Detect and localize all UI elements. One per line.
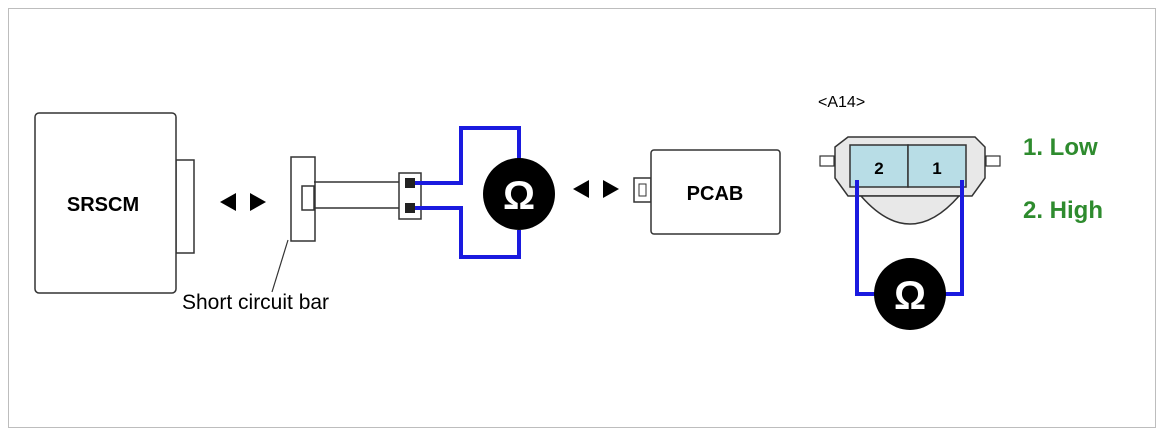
a14-connector: <A14> 2 1 — [818, 94, 1001, 225]
meter-2-body — [874, 258, 946, 330]
arrow-right-icon — [250, 193, 266, 211]
ohm-icon: Ω — [503, 174, 535, 218]
connection-arrows-right — [573, 180, 619, 198]
harness-pin-top — [405, 178, 415, 188]
meter-1-wire-top — [415, 126, 521, 185]
connector-ear-right — [985, 155, 1001, 167]
pcab-body — [650, 149, 781, 235]
meter-2-wiring: Ω — [855, 180, 964, 330]
short-circuit-bar-leader — [271, 239, 289, 293]
short-circuit-bar-tip — [301, 185, 315, 211]
pin-legend-item-1: 1. Low — [1023, 134, 1098, 161]
srscm-connector-tab — [175, 159, 195, 254]
arrow-left-icon — [220, 193, 236, 211]
pcab-module: PCAB — [633, 149, 781, 235]
connector-name-label: <A14> — [818, 94, 865, 111]
srscm-label: SRSCM — [67, 194, 139, 216]
srscm-body — [34, 112, 177, 294]
short-circuit-bar-harness: Short circuit bar — [182, 156, 422, 314]
ohm-icon: Ω — [894, 274, 926, 318]
harness-pin-bottom — [405, 203, 415, 213]
meter-2-wire-left — [855, 180, 877, 296]
diagram-frame — [8, 8, 1156, 428]
connector-pin-cell-1 — [907, 144, 967, 188]
pcab-connector-slot — [638, 183, 647, 197]
connector-skirt — [859, 195, 961, 225]
meter-1-body — [483, 158, 555, 230]
pin-legend-item-2: 2. High — [1023, 197, 1103, 224]
meter-1-wire-bottom — [415, 206, 521, 259]
arrow-left-icon — [573, 180, 589, 198]
connector-ear-left — [819, 155, 835, 167]
arrow-right-icon — [603, 180, 619, 198]
short-circuit-bar-label: Short circuit bar — [182, 291, 329, 314]
connection-arrows-left — [220, 193, 266, 211]
srscm-module: SRSCM — [34, 112, 195, 294]
pin-legend: 1. Low 2. High — [1023, 134, 1103, 224]
pcab-label: PCAB — [687, 183, 744, 205]
meter-2-wire-right — [943, 180, 964, 296]
meter-1-wiring: Ω — [415, 126, 555, 259]
connector-pin-2-label: 2 — [874, 159, 883, 178]
connector-pin-1-label: 1 — [932, 159, 941, 178]
